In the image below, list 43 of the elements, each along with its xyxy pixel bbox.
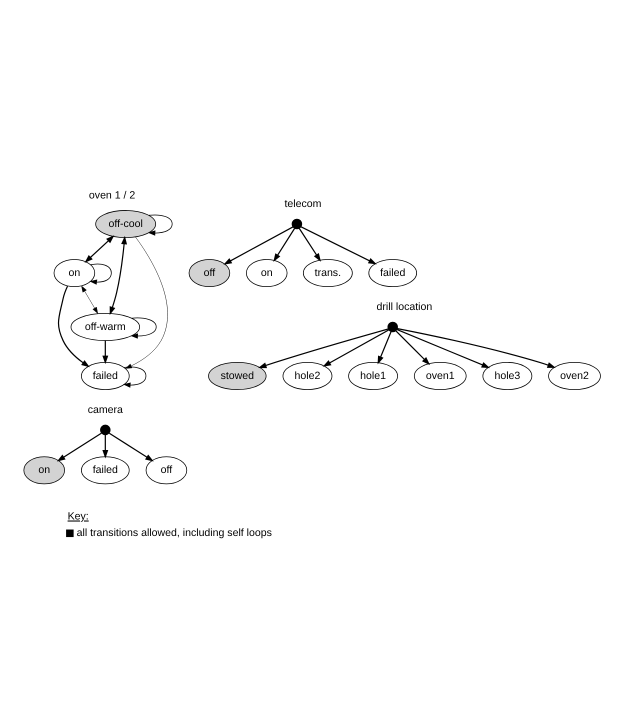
node-circle (100, 424, 111, 435)
arrow (396, 328, 490, 368)
label: drill location (376, 300, 432, 313)
arrow (300, 226, 377, 264)
arrow (223, 226, 294, 264)
arrow (298, 228, 321, 262)
arrow (378, 331, 392, 364)
node-ellipse: on (54, 258, 96, 286)
arrow (148, 214, 173, 236)
arrow (58, 285, 90, 367)
node-ellipse: oven1 (414, 362, 467, 390)
node-circle (387, 321, 398, 332)
arrow (110, 235, 128, 315)
node-ellipse: hole2 (282, 362, 332, 390)
arrow (122, 366, 146, 388)
arrow (258, 328, 388, 368)
arrow (56, 432, 102, 461)
arrow (273, 228, 296, 262)
node-ellipse: on (23, 456, 65, 484)
node-circle (292, 218, 302, 229)
label: Key: (68, 510, 89, 522)
arrow (102, 434, 108, 458)
label: telecom (284, 198, 322, 210)
arrow (397, 328, 556, 368)
label: oven 1 / 2 (88, 189, 136, 202)
arrow (322, 329, 389, 366)
node-ellipse: on (246, 258, 288, 286)
node-ellipse: failed (81, 456, 130, 484)
arrow (102, 340, 108, 364)
node-ellipse: trans. (302, 258, 353, 286)
node-ellipse: oven2 (548, 362, 601, 390)
arrow (109, 432, 154, 461)
arrow (130, 317, 157, 338)
label: camera (88, 404, 123, 416)
arrow (81, 285, 98, 314)
arrow (395, 330, 430, 365)
arrow (84, 234, 114, 262)
node-ellipse: failed (368, 258, 417, 286)
node-ellipse: hole1 (348, 362, 398, 390)
node-ellipse: off (188, 258, 230, 286)
node-ellipse: off (146, 456, 188, 484)
arrow (89, 263, 112, 284)
legend-label: all transitions allowed, including self loops (76, 526, 272, 539)
